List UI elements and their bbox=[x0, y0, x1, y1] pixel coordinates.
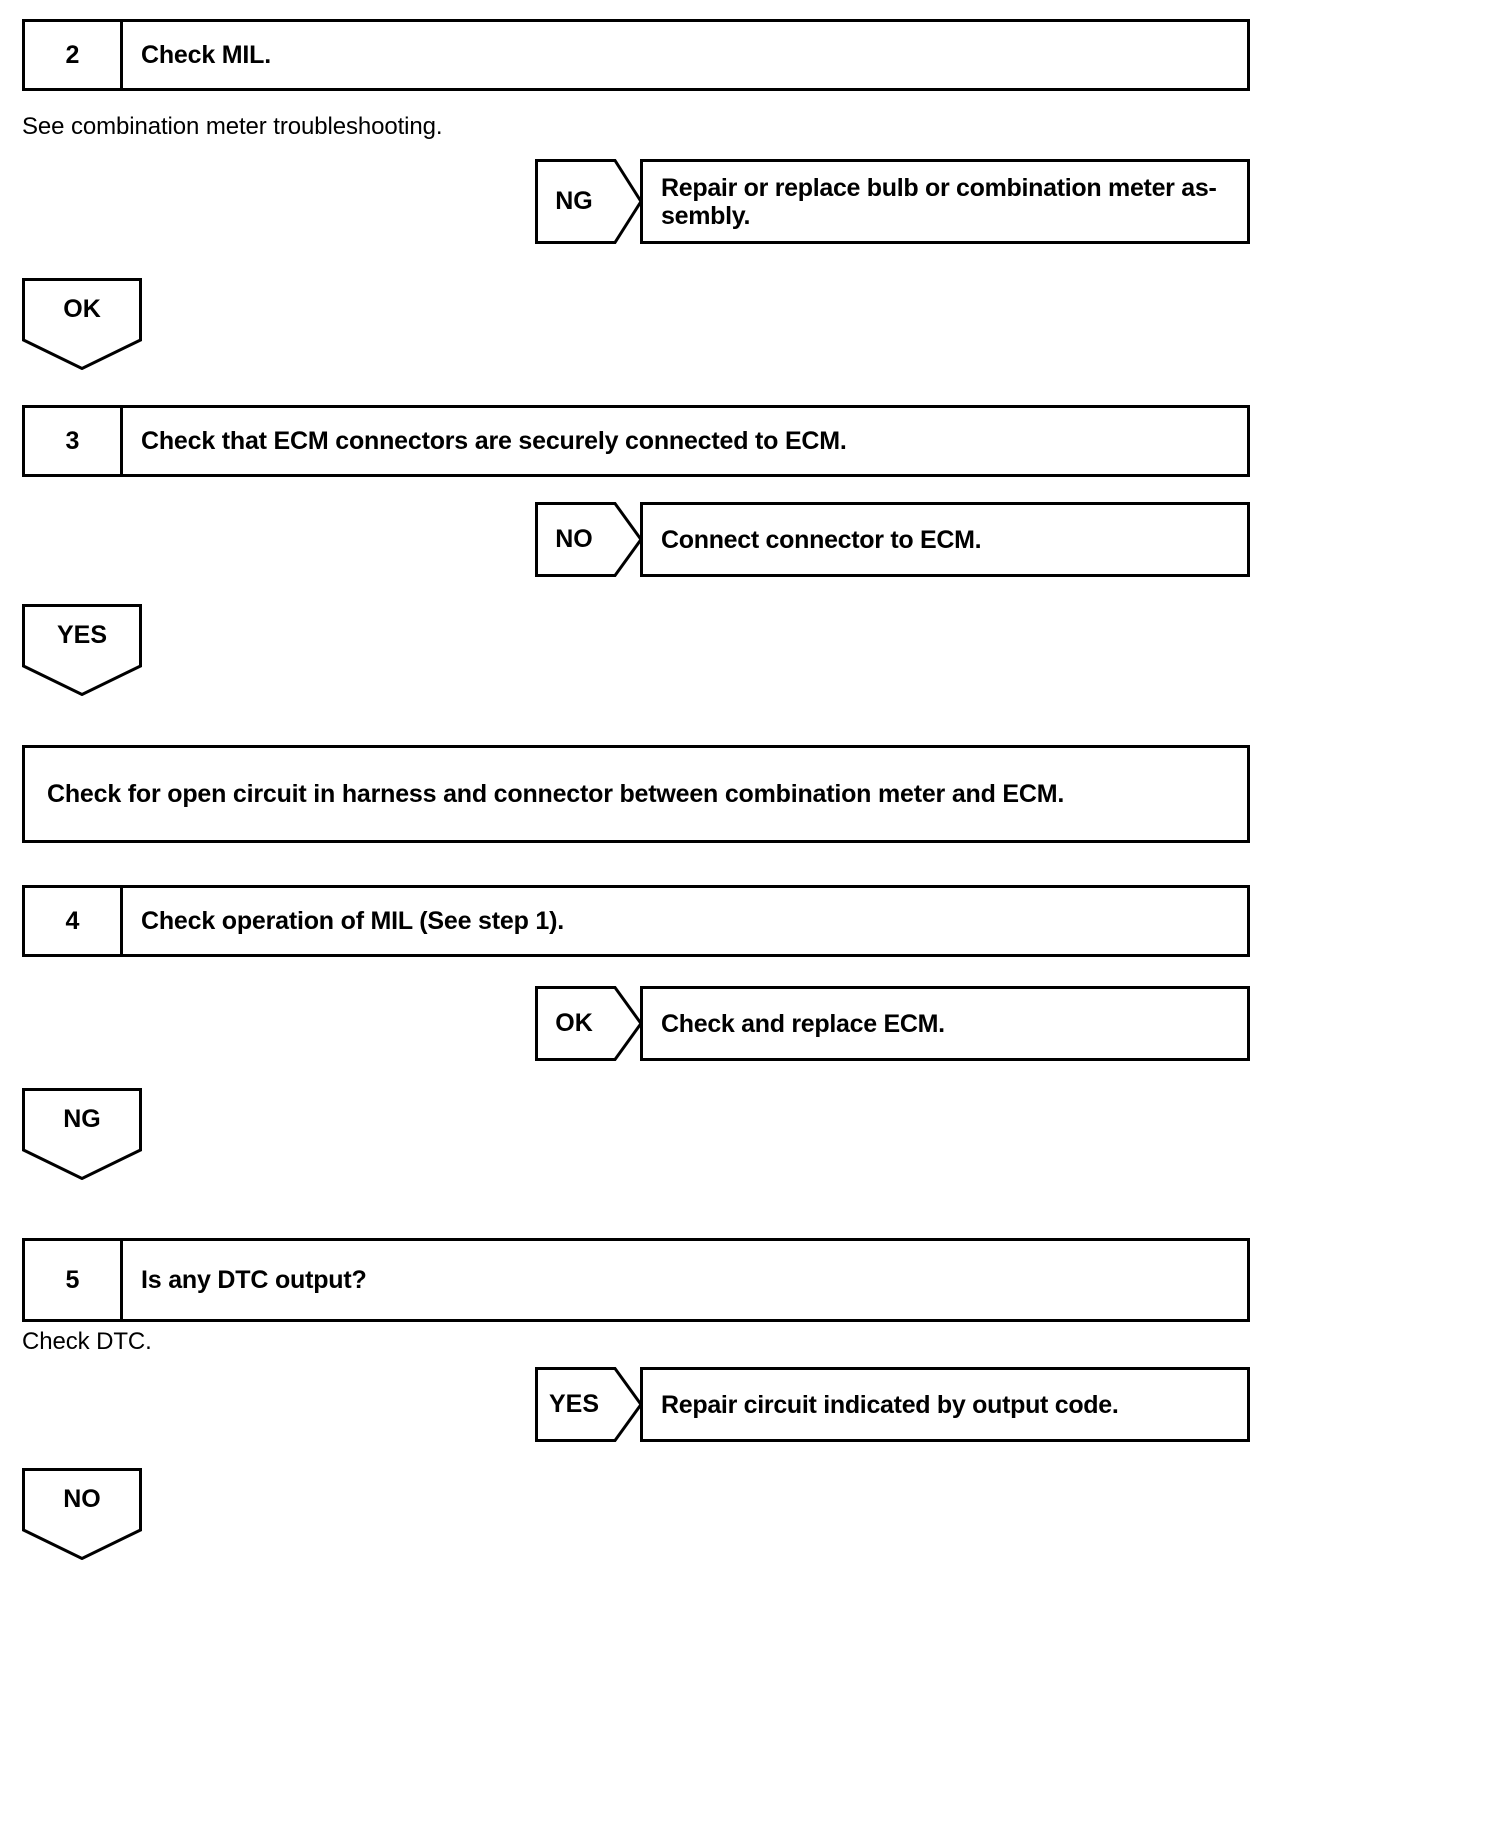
continue-tag-label: YES bbox=[56, 620, 108, 649]
branch-ok-replace-ecm: OK Check and replace ECM. bbox=[535, 986, 1250, 1061]
branch-yes-repair-circuit: YES Repair circuit indicated by output c… bbox=[535, 1367, 1250, 1442]
continue-tag-label: NO bbox=[63, 1484, 101, 1513]
branch-result-box: Connect connector to ECM. bbox=[640, 502, 1250, 577]
step-title: Is any DTC output? bbox=[141, 1265, 367, 1294]
step-box-3: 3 Check that ECM connectors are securely… bbox=[22, 405, 1250, 477]
branch-ng-repair-bulb: NG Repair or replace bulb or combination… bbox=[535, 159, 1250, 244]
step-note-5: Check DTC. bbox=[22, 1328, 152, 1355]
branch-result-box: Repair or replace bulb or combination me… bbox=[640, 159, 1250, 244]
branch-tag-label: NO bbox=[555, 525, 593, 553]
step-title: Check operation of MIL (See step 1). bbox=[141, 906, 564, 935]
action-box-open-circuit: Check for open circuit in harness and co… bbox=[22, 745, 1250, 843]
step-box-5: 5 Is any DTC output? bbox=[22, 1238, 1250, 1322]
step-number: 5 bbox=[25, 1241, 123, 1319]
branch-tag-label: NG bbox=[555, 187, 593, 215]
branch-tag-shape-ng bbox=[535, 159, 643, 244]
step-note-2: See combination meter troubleshooting. bbox=[22, 113, 443, 140]
continue-tag-no-1: NO bbox=[22, 1468, 142, 1560]
step-number: 3 bbox=[25, 408, 123, 474]
branch-result-box: Repair circuit indicated by output code. bbox=[640, 1367, 1250, 1442]
continue-tag-yes-1: YES bbox=[22, 604, 142, 696]
continue-tag-label: NG bbox=[63, 1104, 101, 1133]
step-box-2: 2 Check MIL. bbox=[22, 19, 1250, 91]
step-title: Check MIL. bbox=[141, 40, 271, 69]
branch-tag-label: OK bbox=[555, 1009, 593, 1037]
step-number: 2 bbox=[25, 22, 123, 88]
step-number: 4 bbox=[25, 888, 123, 954]
continue-tag-ng-1: NG bbox=[22, 1088, 142, 1180]
continue-tag-label: OK bbox=[63, 294, 101, 323]
branch-result-box: Check and replace ECM. bbox=[640, 986, 1250, 1061]
step-box-4: 4 Check operation of MIL (See step 1). bbox=[22, 885, 1250, 957]
branch-tag-shape-ok bbox=[535, 986, 643, 1061]
continue-tag-ok-1: OK bbox=[22, 278, 142, 370]
branch-tag-shape-yes bbox=[535, 1367, 643, 1442]
branch-no-connect-connector: NO Connect connector to ECM. bbox=[535, 502, 1250, 577]
step-title: Check that ECM connectors are securely c… bbox=[141, 426, 847, 455]
branch-tag-shape-no bbox=[535, 502, 643, 577]
branch-tag-label: YES bbox=[548, 1390, 600, 1418]
